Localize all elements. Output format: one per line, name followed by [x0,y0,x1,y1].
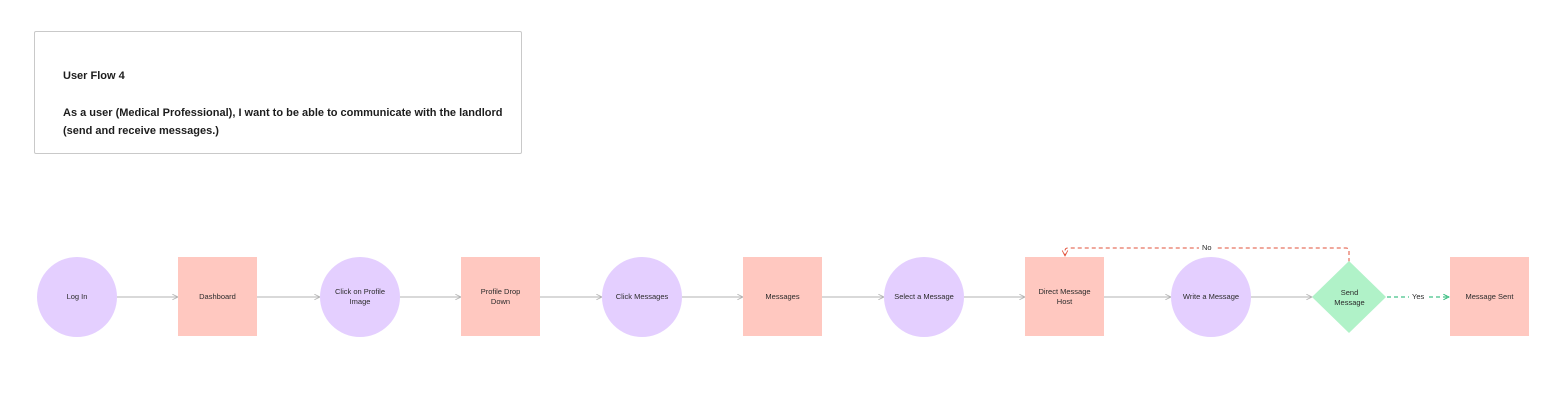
user-story-text: As a user (Medical Professional), I want… [63,107,503,137]
node-label: Select a Message [894,292,954,301]
yes-edge-label: Yes [1409,292,1428,302]
node-label: Write a Message [1182,292,1240,301]
node-label: Dashboard [199,291,236,301]
node-label: Click Messages [615,292,669,301]
select-a-message-node: Select a Message [884,257,964,337]
card-title: User Flow 4 [63,70,125,82]
node-label: Messages [765,291,800,301]
messages-node: Messages [743,257,822,336]
write-a-message-node: Write a Message [1171,257,1251,337]
node-label: Send Message [1334,287,1365,307]
no-edge-label: No [1199,243,1215,253]
node-label: Direct Message Host [1038,286,1091,306]
log-in-node: Log In [37,257,117,337]
click-profile-image-node: Click on Profile Image [320,257,400,337]
message-sent-node: Message Sent [1450,257,1529,336]
node-label: Profile Drop Down [480,286,521,306]
user-flow-card: User Flow 4 As a user (Medical Professio… [34,31,522,154]
send-message-diamond-shape [1312,261,1386,333]
node-label: Click on Profile Image [334,287,386,306]
send-message-decision-node: Send Message [1312,260,1387,335]
node-label: Log In [66,292,88,301]
profile-drop-down-node: Profile Drop Down [461,257,540,336]
node-label: Message Sent [1465,291,1514,301]
dashboard-node: Dashboard [178,257,257,336]
direct-message-host-node: Direct Message Host [1025,257,1104,336]
click-messages-node: Click Messages [602,257,682,337]
